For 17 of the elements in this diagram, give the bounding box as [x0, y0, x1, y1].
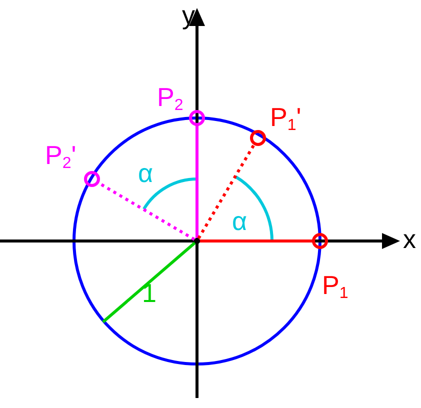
point-label: P$_{1}$ — [322, 272, 348, 298]
point-marker — [250, 130, 266, 146]
point-marker — [84, 171, 100, 187]
axis-label: α — [232, 208, 248, 234]
point-label: P$_{2}$' — [45, 142, 76, 168]
point-marker — [189, 110, 205, 126]
point-marker — [312, 233, 328, 249]
axis-label: y — [182, 2, 195, 28]
axis-label: α — [138, 160, 154, 186]
point-label: P$_{2}$ — [157, 84, 184, 110]
axis-label: x — [403, 226, 416, 252]
dotted-line — [98, 182, 196, 241]
line — [196, 126, 198, 238]
point-label: P$_{1}$' — [270, 104, 302, 130]
dotted-line — [197, 144, 256, 240]
line — [200, 240, 312, 242]
axis-label: 1 — [142, 280, 156, 306]
